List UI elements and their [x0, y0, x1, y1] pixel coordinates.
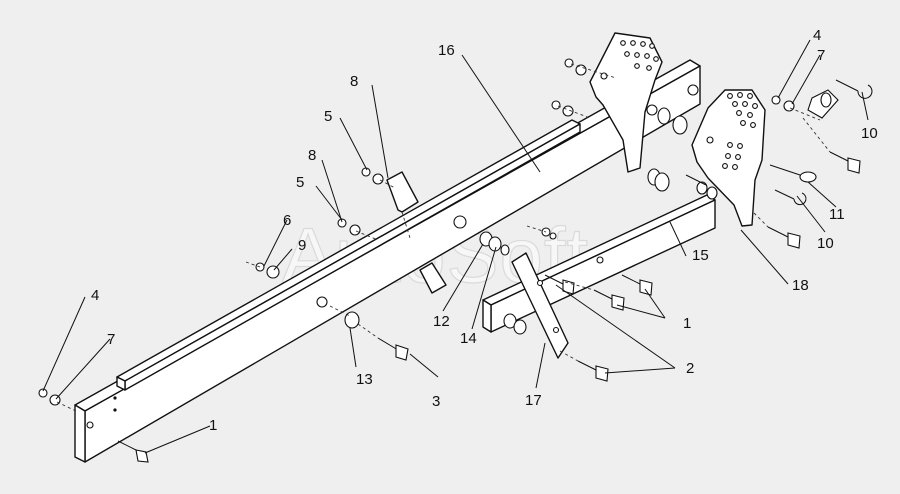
callout-15: 15 — [692, 247, 709, 264]
callout-16: 16 — [438, 42, 455, 59]
assembly-lines — [56, 63, 831, 413]
callout-5: 5 — [296, 174, 304, 191]
callout-14: 14 — [460, 330, 477, 347]
callout-4: 4 — [813, 27, 821, 44]
plate-17 — [511, 252, 569, 359]
callout-8: 8 — [308, 147, 316, 164]
flat-strip — [116, 119, 581, 391]
nuts-washers — [38, 58, 795, 406]
callout-6: 6 — [283, 212, 291, 229]
callout-9: 9 — [298, 237, 306, 254]
bolt-bottom-left — [117, 440, 149, 463]
callout-18: 18 — [792, 277, 809, 294]
bushings — [344, 107, 718, 335]
callout-13: 13 — [356, 371, 373, 388]
bolt-1a — [621, 274, 653, 296]
small-plate-lower — [419, 262, 447, 294]
bolt-18 — [767, 226, 801, 249]
callout-7: 7 — [107, 331, 115, 348]
callout-17: 17 — [525, 392, 542, 409]
leader-lines — [42, 39, 869, 454]
callout-10: 10 — [817, 235, 834, 252]
callout-10: 10 — [861, 125, 878, 142]
bolt-2 — [577, 360, 609, 382]
callout-5: 5 — [324, 108, 332, 125]
rear-mount-plate — [589, 32, 663, 173]
bolt-rear — [685, 174, 707, 186]
pins — [769, 79, 873, 206]
small-plate-upper — [386, 171, 419, 239]
callout-11: 11 — [829, 206, 845, 223]
callout-2: 2 — [686, 360, 694, 377]
callout-12: 12 — [433, 313, 450, 330]
callout-7: 7 — [817, 47, 825, 64]
front-mount-plate — [691, 89, 766, 227]
callout-8: 8 — [350, 73, 358, 90]
bolt-1b — [593, 289, 625, 311]
callout-labels: 16 8 5 8 5 6 9 4 7 1 13 3 12 14 17 2 1 1… — [91, 27, 878, 434]
bolt-10 — [829, 151, 861, 174]
bolt-3 — [377, 337, 409, 361]
callout-1: 1 — [209, 417, 217, 434]
callout-1: 1 — [683, 315, 691, 332]
callout-3: 3 — [432, 393, 440, 410]
callout-4: 4 — [91, 287, 99, 304]
